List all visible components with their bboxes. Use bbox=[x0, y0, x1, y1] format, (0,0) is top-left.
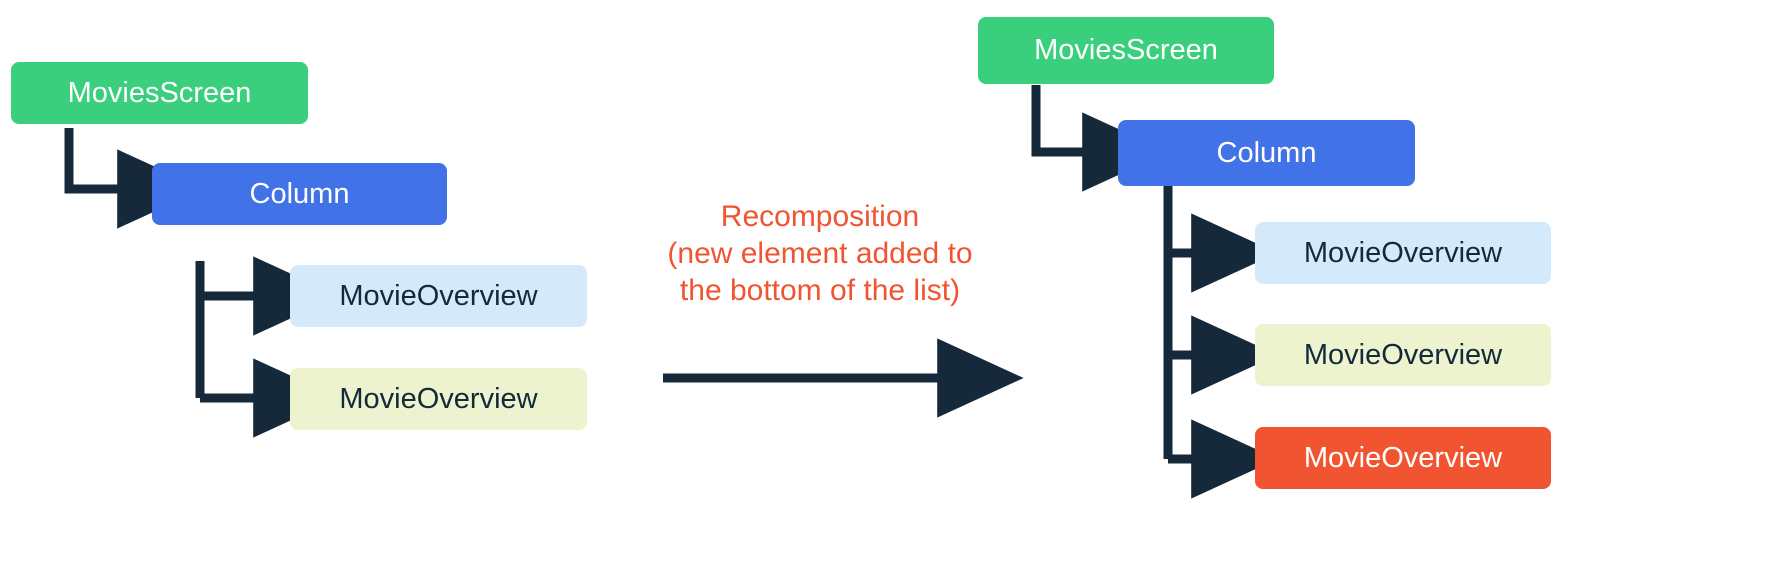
right-node-column[interactable]: Column bbox=[1118, 120, 1415, 186]
right-node-movieoverview-1[interactable]: MovieOverview bbox=[1255, 222, 1551, 284]
right-node-movieoverview-3[interactable]: MovieOverview bbox=[1255, 427, 1551, 489]
left-root-to-column-connector bbox=[64, 128, 204, 229]
right-node-movieoverview-2[interactable]: MovieOverview bbox=[1255, 324, 1551, 386]
left-column-to-children-connector bbox=[195, 256, 340, 438]
right-node-movieoverview-3-label: MovieOverview bbox=[1303, 441, 1503, 474]
left-node-moviesscreen-label: MoviesScreen bbox=[67, 76, 252, 109]
left-node-movieoverview-2-label: MovieOverview bbox=[339, 382, 538, 415]
left-node-column[interactable]: Column bbox=[152, 163, 447, 225]
left-node-movieoverview-1[interactable]: MovieOverview bbox=[290, 265, 587, 327]
right-column-to-children-connector bbox=[1163, 186, 1278, 499]
right-root-to-column-connector bbox=[1031, 85, 1169, 192]
right-node-movieoverview-2-label: MovieOverview bbox=[1303, 338, 1503, 371]
left-node-movieoverview-2[interactable]: MovieOverview bbox=[290, 368, 587, 430]
left-node-moviesscreen[interactable]: MoviesScreen bbox=[11, 62, 308, 124]
recomposition-caption-line-2: (new element added to bbox=[667, 237, 973, 271]
left-node-column-label: Column bbox=[249, 177, 350, 210]
recomposition-caption-line-3: the bottom of the list) bbox=[679, 274, 961, 308]
recomposition-caption-line-1: Recomposition bbox=[720, 200, 920, 233]
right-node-moviesscreen-label: MoviesScreen bbox=[1034, 34, 1218, 66]
right-node-moviesscreen[interactable]: MoviesScreen bbox=[978, 17, 1274, 84]
recomposition-caption: Recomposition (new element added to the … bbox=[630, 198, 1010, 310]
right-node-movieoverview-1-label: MovieOverview bbox=[1303, 236, 1503, 269]
left-node-movieoverview-1-label: MovieOverview bbox=[339, 279, 538, 312]
right-node-column-label: Column bbox=[1216, 136, 1317, 169]
